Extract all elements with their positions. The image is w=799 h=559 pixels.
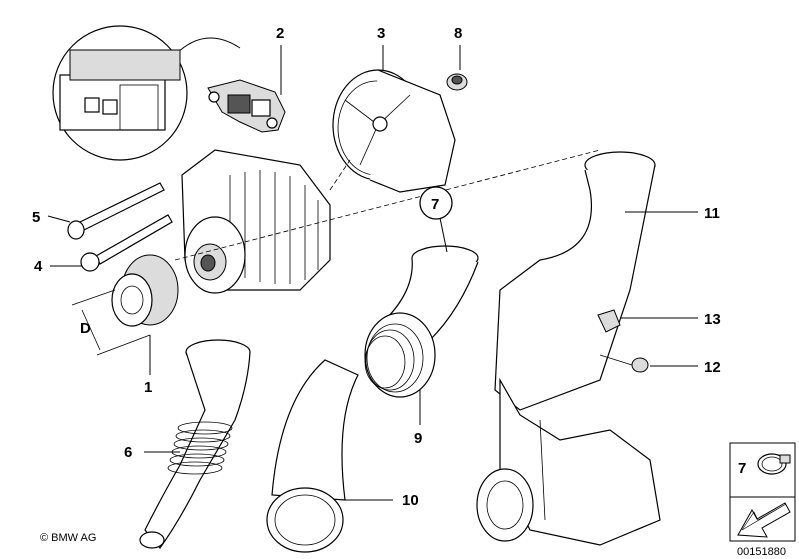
dimension-label: D	[80, 320, 91, 337]
callout-13: 13	[704, 311, 721, 328]
callout-2: 2	[276, 25, 284, 42]
cap-nut-part	[446, 73, 468, 91]
callout-5: 5	[32, 209, 40, 226]
callout-labels: 1 2 3 4 5 6 8 9 10 11 12 13	[32, 25, 721, 509]
callout-4: 4	[34, 258, 43, 275]
curved-hose-part	[266, 359, 359, 553]
air-duct-bellows-part	[139, 339, 251, 549]
arrow-icon	[737, 502, 791, 538]
screw-part	[599, 354, 649, 373]
document-number: 00151880	[737, 546, 786, 558]
copyright-text: © BMW AG	[40, 532, 96, 544]
long-bolt-part	[67, 182, 165, 240]
rubber-boot-part	[364, 245, 479, 398]
short-bolt-part	[80, 214, 173, 272]
air-intake-duct-part	[476, 151, 661, 546]
callout-9: 9	[414, 430, 422, 447]
callout-7-circle-label: 7	[431, 196, 439, 213]
callout-1: 1	[144, 379, 152, 396]
connector-detail-inset	[52, 25, 241, 161]
clip-part	[597, 309, 621, 333]
callout-12: 12	[704, 359, 721, 376]
fan-cover-part	[332, 69, 456, 193]
hose-clamp-reference-box: 7	[729, 442, 796, 542]
alternator-part	[181, 149, 331, 294]
callout-11: 11	[704, 205, 720, 222]
pulley-part	[71, 254, 179, 356]
callout-3: 3	[377, 25, 385, 42]
callout-8: 8	[454, 25, 462, 42]
callout-6: 6	[124, 444, 132, 461]
voltage-regulator-part	[207, 79, 286, 133]
callout-7-circle: 7	[419, 186, 453, 220]
callout-7-box: 7	[738, 460, 746, 477]
callout-leaders	[47, 45, 698, 501]
hose-clamp-icon	[757, 453, 791, 475]
callout-10: 10	[402, 492, 419, 509]
